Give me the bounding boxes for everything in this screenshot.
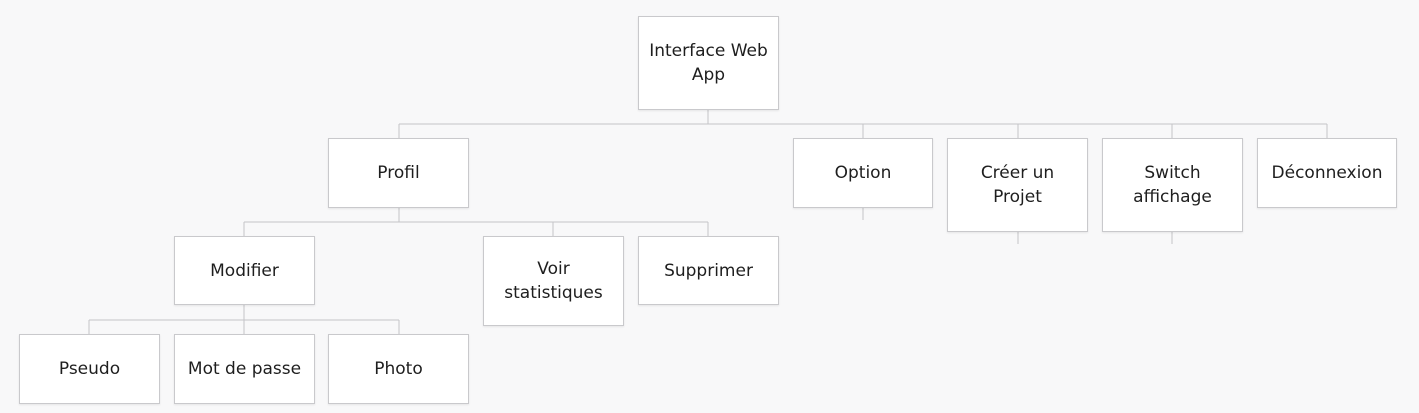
node-label: Mot de passe [187,359,302,379]
node-deconnexion: Déconnexion [1257,138,1397,208]
node-label: Option [834,163,892,183]
node-label: Modifier [210,260,279,281]
node-profil: Profil [328,138,469,208]
node-modifier: Modifier [174,236,315,305]
node-photo: Photo [328,334,469,404]
node-label: Profil [377,163,420,183]
node-pseudo: Pseudo [19,334,160,404]
node-creer-projet: Créer un Projet [947,138,1088,232]
node-label: Switch affichage [1133,163,1212,207]
node-switch-affichage: Switch affichage [1102,138,1243,232]
node-voir-statistiques: Voir statistiques [483,236,624,326]
node-mot-de-passe: Mot de passe [174,334,315,404]
node-option: Option [793,138,933,208]
node-label: Interface Web App [649,41,768,85]
node-label: Photo [374,359,423,379]
node-label: Déconnexion [1271,163,1383,183]
node-interface-web-app: Interface Web App [638,16,779,110]
node-label: Pseudo [58,359,121,379]
node-label: Créer un Projet [980,163,1055,207]
node-label: Supprimer [664,260,753,281]
node-label: Voir statistiques [504,259,603,303]
node-supprimer: Supprimer [638,236,779,305]
